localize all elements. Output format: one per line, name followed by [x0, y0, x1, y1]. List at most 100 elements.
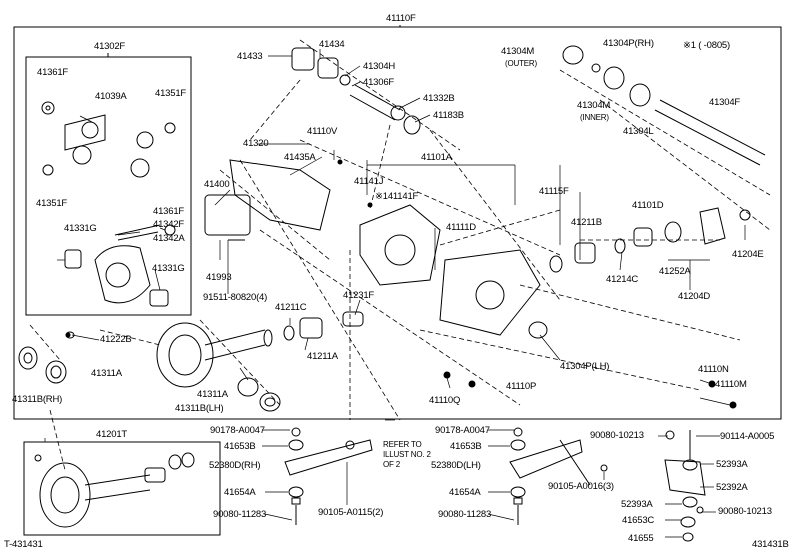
label-41342F: 41342F	[153, 219, 185, 230]
label-41351F-top: 41351F	[155, 88, 187, 99]
label-41141F: ※141141F	[375, 191, 419, 202]
label-41304M-inner: (INNER)	[580, 113, 609, 122]
label-90080-10213-top: 90080-10213	[590, 430, 644, 441]
label-41141J: 41141J	[354, 176, 384, 187]
main-assembly-frame	[13, 26, 782, 420]
label-41653C: 41653C	[622, 515, 655, 526]
label-41110V: 41110V	[307, 126, 338, 137]
label-41654A-left: 41654A	[224, 487, 256, 498]
label-91511: 91511-80820(4)	[203, 292, 268, 303]
label-bottom-left-code: T-431431	[4, 539, 43, 550]
label-52393A-bot: 52393A	[621, 499, 653, 510]
label-41231F: 41231F	[343, 290, 375, 301]
diff-case-body	[94, 245, 151, 304]
label-41304P-LH: 41304P(LH)	[560, 361, 610, 372]
label-41304F: 41304F	[709, 97, 741, 108]
label-41433: 41433	[237, 51, 263, 62]
label-41110N: 41110N	[698, 364, 729, 375]
label-41211C: 41211C	[275, 302, 307, 313]
side-gear-41039A	[72, 145, 92, 165]
label-52380D-RH: 52380D(RH)	[209, 460, 261, 471]
label-41304H: 41304H	[363, 61, 396, 72]
label-41653B-left: 41653B	[224, 441, 256, 452]
label-41311B-RH: 41311B(RH)	[12, 394, 63, 405]
collar-41231F	[342, 311, 364, 327]
label-41304L: 41304L	[623, 126, 654, 137]
label-90080-11283-left: 90080-11283	[213, 509, 267, 520]
label-90080-10213-bot: 90080-10213	[718, 506, 772, 517]
label-41654A-right: 41654A	[449, 487, 481, 498]
label-41331G-left: 41331G	[64, 223, 97, 234]
label-41304M-outer: (OUTER)	[505, 59, 537, 68]
label-52392A: 52392A	[716, 482, 748, 493]
label-52393A-top: 52393A	[716, 459, 748, 470]
thrust-washer-41361F	[41, 101, 55, 115]
label-41304M-inner-num: 41304M	[577, 100, 611, 111]
label-41115F: 41115F	[539, 186, 569, 197]
mount-52392A	[664, 459, 706, 496]
label-41306F: 41306F	[363, 77, 395, 88]
label-41201T: 41201T	[96, 429, 128, 440]
carrier-41101A-left	[359, 204, 441, 286]
bearing-41433	[291, 47, 315, 71]
label-90080-11283-right: 90080-11283	[438, 509, 492, 520]
label-41110M: 41110M	[715, 379, 747, 390]
label-90178-left: 90178-A0047	[210, 425, 265, 436]
thrust-washer-41351F	[164, 122, 176, 134]
label-52380D-LH: 52380D(LH)	[431, 460, 481, 471]
bearing-41331G-left	[64, 249, 82, 269]
ring-pinion-kit-box	[23, 441, 221, 536]
label-41653B-right: 41653B	[450, 441, 482, 452]
mount-bracket-52380D-RH	[284, 439, 373, 476]
label-41252A: 41252A	[659, 266, 691, 277]
label-41351F-bot: 41351F	[36, 198, 68, 209]
bearing-41311A-left	[45, 360, 67, 384]
label-41110P: 41110P	[506, 381, 537, 392]
snap-ring-41304M-outer	[562, 45, 584, 65]
label-90105-2: 90105-A0115(2)	[318, 507, 384, 518]
washer-41311B-RH	[18, 346, 38, 370]
label-41320: 41320	[243, 138, 269, 149]
drive-pinion-shaft	[204, 329, 266, 361]
bearing-41311A-center	[237, 377, 259, 397]
label-90178-right: 90178-A0047	[435, 425, 490, 436]
label-footnote: ※1 ( -0805)	[683, 40, 730, 51]
label-90114: 90114-A0005	[720, 431, 775, 442]
oil-seal-41183B	[403, 115, 421, 135]
label-41304M-outer-num: 41304M	[501, 46, 535, 57]
bearing-41304P-RH	[603, 66, 625, 90]
label-41993: 41993	[206, 272, 232, 283]
label-41361F-bot: 41361F	[153, 206, 185, 217]
flange-41204D	[699, 207, 726, 245]
label-90105-3: 90105-A0016(3)	[548, 481, 614, 492]
actuator-41400	[204, 194, 251, 236]
label-41400: 41400	[204, 179, 230, 190]
label-41039A: 41039A	[95, 91, 127, 102]
label-41183B: 41183B	[433, 110, 464, 121]
label-41311B-LH: 41311B(LH)	[175, 403, 224, 414]
drive-shaft-41304F	[654, 99, 766, 166]
label-41204E: 41204E	[732, 249, 764, 260]
label-41311A-center: 41311A	[197, 389, 228, 400]
label-41111D: 41111D	[446, 222, 476, 233]
label-41304P-RH: 41304P(RH)	[603, 38, 654, 49]
carrier-41101A-right	[439, 249, 541, 336]
label-41110F: 41110F	[386, 13, 416, 24]
label-bottom-right-code: 431431B	[752, 539, 789, 550]
label-41361F-top: 41361F	[37, 67, 69, 78]
label-41434: 41434	[319, 39, 345, 50]
label-41332B: 41332B	[423, 93, 455, 104]
label-41214C: 41214C	[606, 274, 639, 285]
label-41655: 41655	[628, 533, 654, 544]
label-41204D: 41204D	[678, 291, 711, 302]
label-41101A: 41101A	[421, 152, 452, 163]
label-41302F: 41302F	[94, 41, 126, 52]
label-41342A: 41342A	[153, 233, 185, 244]
ring-gear	[156, 322, 214, 388]
bearing-41211A	[299, 317, 323, 339]
bearing-41211B	[574, 242, 596, 264]
label-41110Q: 41110Q	[429, 395, 461, 406]
label-refer-note: REFER TO ILLUST NO. 2 OF 2	[383, 440, 433, 470]
refer-note-text: REFER TO ILLUST NO. 2 OF 2	[383, 440, 431, 469]
